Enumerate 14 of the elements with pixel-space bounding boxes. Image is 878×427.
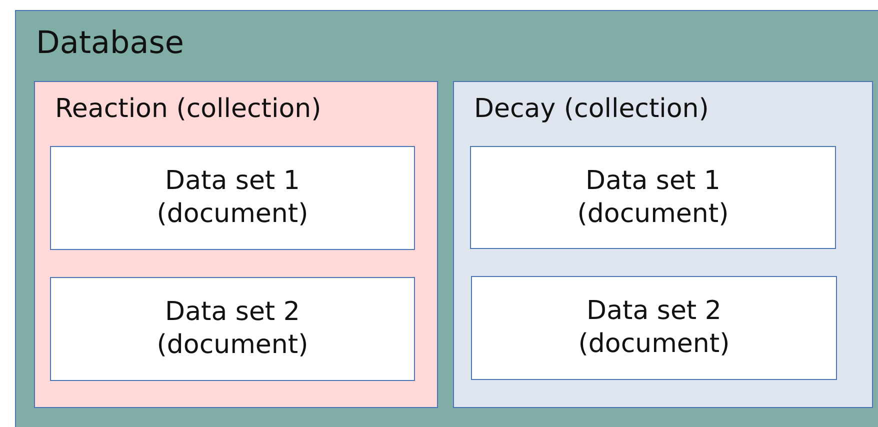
document-label: Data set 2 (document)	[577, 295, 731, 361]
collection-panel	[34, 81, 438, 408]
collection-heading: Decay (collection)	[474, 94, 709, 124]
document-box	[50, 277, 415, 381]
document-box	[470, 146, 836, 249]
document-label: Data set 1 (document)	[156, 165, 310, 231]
document-box	[50, 146, 415, 250]
document-label: Data set 2 (document)	[156, 296, 310, 362]
database-panel	[15, 10, 878, 427]
collection-panel	[453, 81, 873, 408]
document-label: Data set 1 (document)	[576, 164, 730, 230]
panel-heading: Database	[36, 25, 184, 61]
collection-heading: Reaction (collection)	[55, 94, 322, 124]
document-box	[471, 276, 837, 380]
